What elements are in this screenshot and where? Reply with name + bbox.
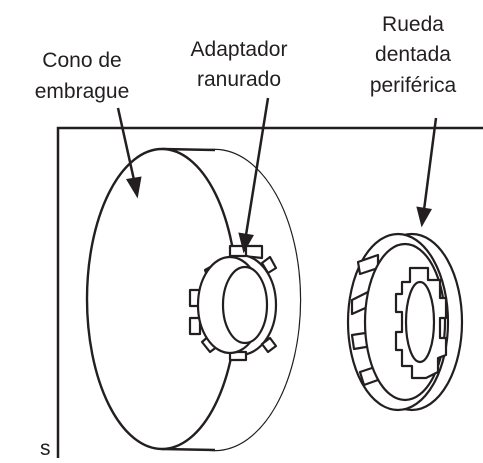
rim-sprocket: [346, 232, 464, 412]
adapter-arrowhead: [238, 232, 254, 254]
adapter-bore: [221, 265, 269, 345]
sprocket-label-line1: Rueda: [382, 13, 444, 36]
adapter-leader-line: [244, 97, 270, 236]
clutch-drum-label-line2: embrague: [35, 80, 130, 103]
adapter-tooth-bottom-right: [260, 336, 278, 354]
clutch-drum-label-line1: Cono de: [42, 49, 121, 72]
leader-arrows: [116, 97, 438, 254]
adapter-label-line1: Adaptador: [191, 38, 288, 61]
sprocket-bore-shadow: [404, 280, 436, 364]
sprocket-leader-line: [422, 117, 438, 211]
clutch-drum-leader-line: [116, 107, 136, 181]
adapter-label-line2: ranurado: [197, 68, 281, 91]
clutch-drum-arrowhead: [125, 176, 142, 199]
frame-border: [56, 126, 483, 458]
sprocket-arrowhead: [416, 206, 432, 228]
edge-fragment-text: s: [40, 437, 51, 458]
callout-labels: Cono de embrague Adaptador ranurado Rued…: [35, 13, 457, 460]
adapter-tooth-lower-left: [188, 316, 202, 336]
sprocket-label-line2: dentada: [375, 43, 451, 66]
sprocket-label-line3: periférica: [370, 74, 457, 97]
adapter-tooth-bottom: [228, 350, 248, 362]
